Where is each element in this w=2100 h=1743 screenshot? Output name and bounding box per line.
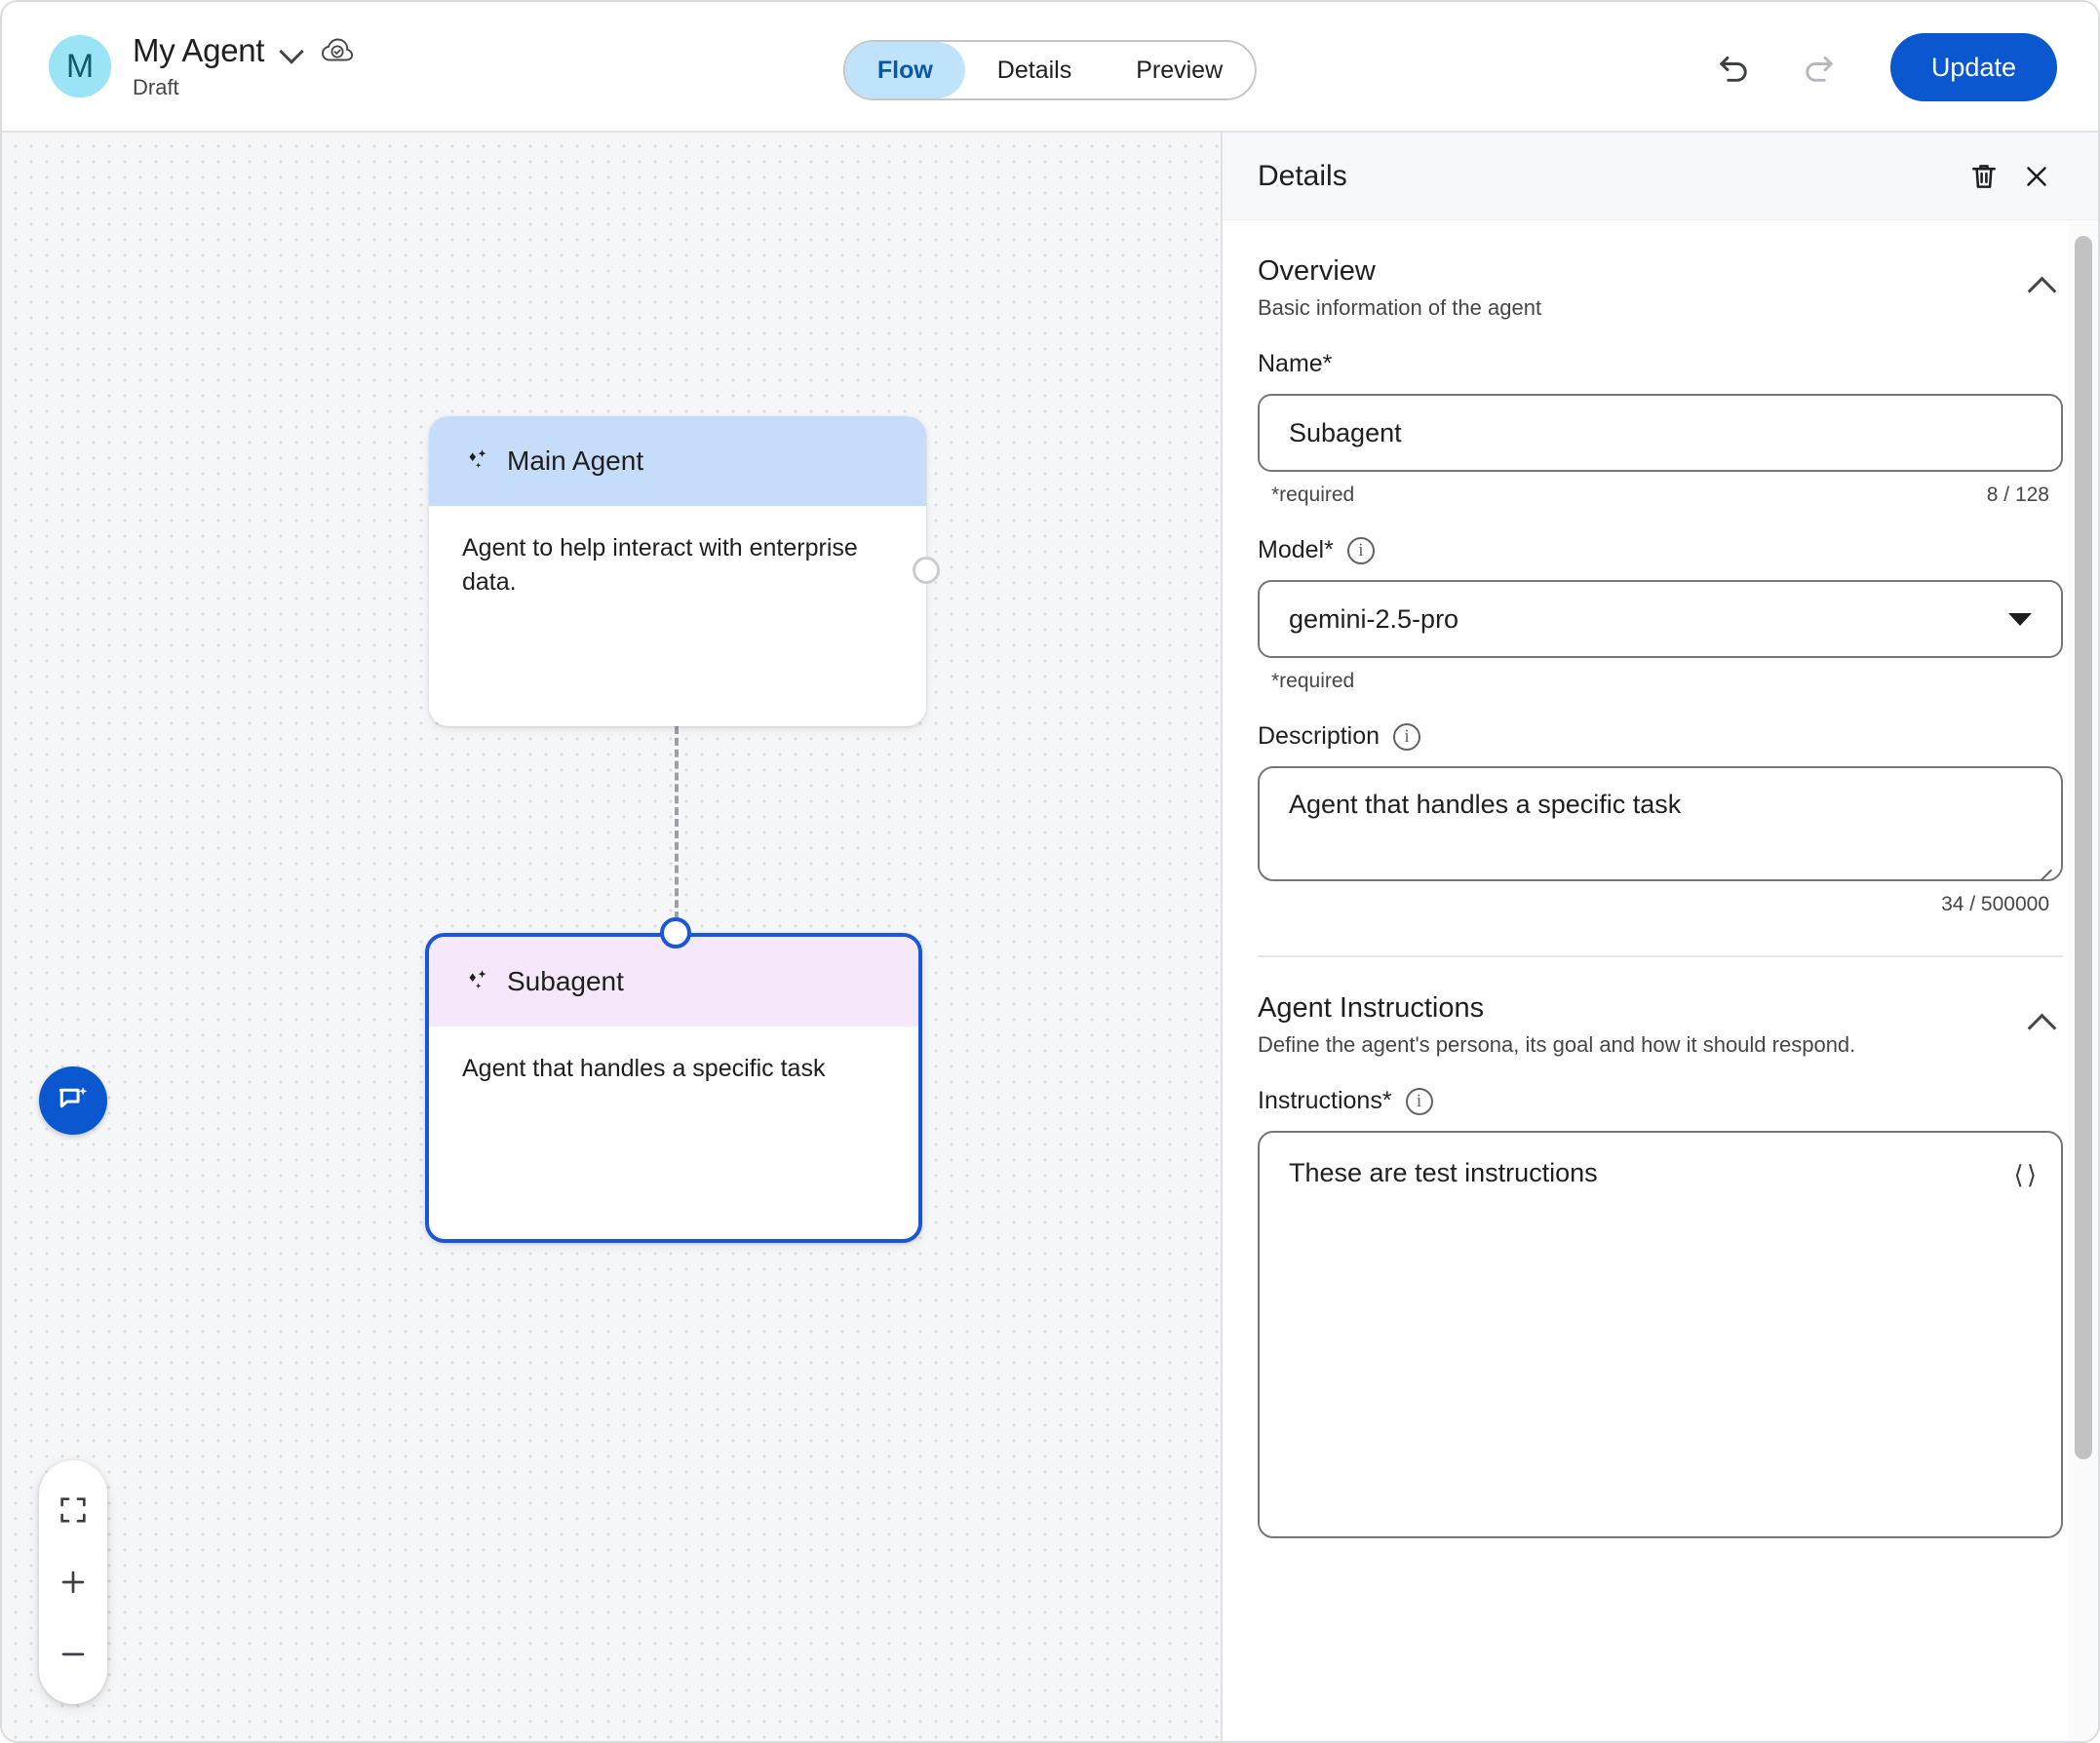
- resize-handle-icon[interactable]: [2039, 857, 2054, 872]
- field-model: Model* i gemini-2.5-pro *required: [1258, 536, 2063, 693]
- details-panel-header: Details: [1223, 133, 2098, 220]
- instructions-label: Instructions*: [1258, 1087, 1392, 1114]
- plus-icon[interactable]: [39, 1549, 107, 1615]
- description-textarea[interactable]: Agent that handles a specific task: [1258, 766, 2063, 881]
- node-header: Subagent: [429, 937, 918, 1026]
- minus-icon[interactable]: [39, 1621, 107, 1687]
- cloud-saved-icon: [321, 37, 354, 64]
- section-subtitle: Define the agent's persona, its goal and…: [1258, 1032, 1856, 1057]
- field-instructions: Instructions* i These are test instructi…: [1258, 1087, 2063, 1538]
- info-icon[interactable]: i: [1393, 722, 1421, 751]
- node-title: Main Agent: [507, 445, 644, 476]
- tab-flow[interactable]: Flow: [844, 42, 965, 98]
- section-instructions-header: Agent Instructions Define the agent's pe…: [1258, 992, 2063, 1058]
- tab-details[interactable]: Details: [996, 56, 1072, 84]
- description-counter: 34 / 500000: [1941, 893, 2049, 915]
- node-description: Agent to help interact with enterprise d…: [462, 534, 858, 596]
- top-bar: M My Agent Draft Flow D: [2, 2, 2098, 133]
- view-tabs: Flow Details Preview: [842, 40, 1258, 100]
- node-description: Agent that handles a specific task: [462, 1055, 826, 1082]
- edge-main-to-sub: [675, 726, 679, 931]
- avatar: M: [49, 35, 111, 97]
- description-label-row: Description i: [1258, 722, 2063, 751]
- trash-icon[interactable]: [1958, 150, 2010, 203]
- name-helper: *required 8 / 128: [1258, 484, 2063, 507]
- name-input[interactable]: Subagent: [1258, 394, 2063, 472]
- details-panel: Details Overview Basic information of th…: [1221, 133, 2098, 1741]
- model-select[interactable]: gemini-2.5-pro: [1258, 580, 2063, 658]
- details-title: Details: [1258, 159, 1347, 192]
- section-overview-header: Overview Basic information of the agent: [1258, 255, 2063, 321]
- chevron-down-icon[interactable]: [280, 38, 305, 63]
- node-title: Subagent: [507, 966, 624, 996]
- name-required-text: *required: [1271, 484, 1355, 506]
- canvas-zoom-controls: [39, 1460, 107, 1704]
- status-badge: Draft: [133, 75, 179, 99]
- instructions-value: These are test instructions: [1289, 1158, 1598, 1187]
- name-counter: 8 / 128: [1986, 484, 2049, 506]
- chat-sparkle-icon[interactable]: [39, 1066, 107, 1135]
- instructions-textarea[interactable]: These are test instructions ⟨ ⟩: [1258, 1131, 2063, 1538]
- fit-to-screen-icon[interactable]: [39, 1477, 107, 1543]
- top-actions: Update: [1703, 2, 2057, 133]
- sparkle-icon: [462, 967, 491, 996]
- node-main-agent[interactable]: Main Agent Agent to help interact with e…: [429, 416, 926, 726]
- redo-icon[interactable]: [1789, 37, 1849, 97]
- code-brackets-icon[interactable]: ⟨ ⟩: [2013, 1160, 2037, 1189]
- brand-text: My Agent Draft: [133, 32, 354, 100]
- node-output-port[interactable]: [913, 557, 940, 584]
- caret-down-icon: [2008, 612, 2032, 626]
- agent-brand: M My Agent Draft: [49, 32, 354, 100]
- section-divider: [1258, 955, 2063, 957]
- section-title: Overview: [1258, 255, 1376, 287]
- name-label: Name*: [1258, 350, 1333, 377]
- flow-canvas[interactable]: Main Agent Agent to help interact with e…: [2, 133, 1225, 1741]
- description-helper: 34 / 500000: [1258, 893, 2063, 916]
- field-name: Name* Subagent *required 8 / 128: [1258, 350, 2063, 507]
- instructions-label-row: Instructions* i: [1258, 1087, 2063, 1115]
- undo-icon[interactable]: [1703, 37, 1764, 97]
- tab-preview[interactable]: Preview: [1136, 56, 1224, 84]
- node-subagent[interactable]: Subagent Agent that handles a specific t…: [425, 933, 922, 1243]
- description-value: Agent that handles a specific task: [1289, 790, 1682, 819]
- close-icon[interactable]: [2010, 150, 2063, 203]
- model-helper: *required: [1258, 670, 2063, 693]
- page-title: My Agent: [133, 32, 265, 68]
- node-header: Main Agent: [429, 416, 926, 506]
- update-button[interactable]: Update: [1889, 33, 2057, 101]
- chevron-up-icon[interactable]: [2024, 1004, 2063, 1043]
- section-subtitle: Basic information of the agent: [1258, 295, 1542, 320]
- model-label-row: Model* i: [1258, 536, 2063, 564]
- node-input-port[interactable]: [660, 917, 691, 949]
- panel-scrollbar-thumb[interactable]: [2075, 236, 2092, 1459]
- field-description: Description i Agent that handles a speci…: [1258, 722, 2063, 916]
- model-required-text: *required: [1271, 670, 1355, 692]
- info-icon[interactable]: i: [1346, 536, 1375, 564]
- model-selected-value: gemini-2.5-pro: [1289, 603, 1459, 634]
- chevron-up-icon[interactable]: [2024, 267, 2063, 306]
- section-title: Agent Instructions: [1258, 992, 1485, 1024]
- description-label: Description: [1258, 722, 1381, 750]
- model-label: Model*: [1258, 536, 1334, 563]
- details-panel-body[interactable]: Overview Basic information of the agent …: [1223, 220, 2098, 1741]
- sparkle-icon: [462, 446, 491, 476]
- info-icon[interactable]: i: [1405, 1087, 1433, 1115]
